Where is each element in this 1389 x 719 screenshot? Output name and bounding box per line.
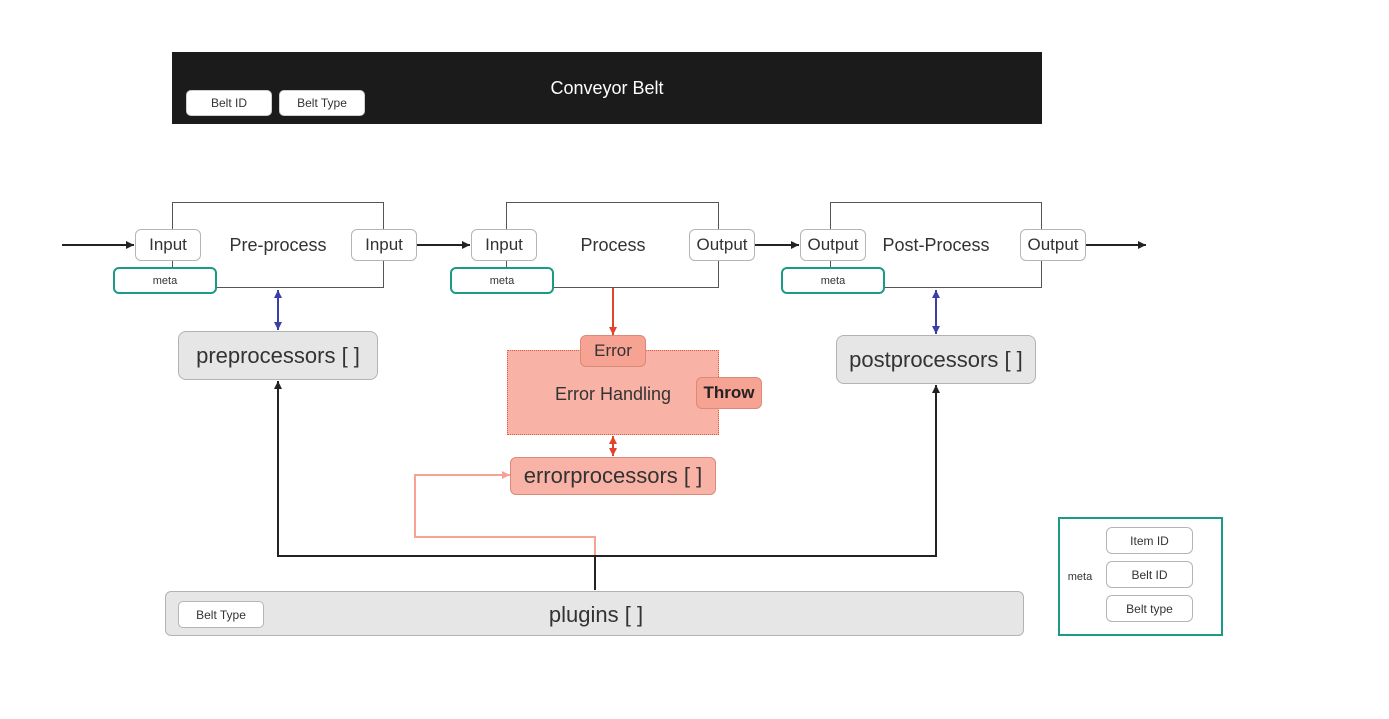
throw-tag: Throw [696, 377, 762, 409]
error-tag: Error [580, 335, 646, 367]
meta-belt-id: Belt ID [1106, 561, 1193, 588]
plugins-bar: plugins [ ] Belt Type [165, 591, 1024, 636]
stage-title-post-process: Post-Process [882, 234, 990, 255]
errorprocessors-box: errorprocessors [ ] [510, 457, 716, 495]
plugins-title: plugins [ ] [548, 601, 644, 627]
pre-process-meta-chip: meta [113, 267, 217, 294]
post-process-input-port: Output [800, 229, 866, 261]
plugins-to-preprocessors-wire [274, 381, 596, 590]
meta-belt-type: Belt type [1106, 595, 1193, 622]
process-meta-chip: meta [450, 267, 554, 294]
stage-title-pre-process: Pre-process [229, 234, 327, 255]
meta-legend-label: meta [1067, 571, 1093, 583]
postprocessors-box: postprocessors [ ] [836, 335, 1036, 384]
post-process-output-port: Output [1020, 229, 1086, 261]
process-input-port: Input [471, 229, 537, 261]
header-chip-belt-id: Belt ID [186, 90, 272, 116]
post-process-meta-chip: meta [781, 267, 885, 294]
plugins-chip-belt-type: Belt Type [178, 601, 264, 628]
preprocessors-box: preprocessors [ ] [178, 331, 378, 380]
header-title: Conveyor Belt [550, 77, 664, 98]
pre-process-output-port: Input [351, 229, 417, 261]
process-output-port: Output [689, 229, 755, 261]
stage-title-process: Process [580, 234, 646, 255]
meta-legend: meta Item ID Belt ID Belt type [1058, 517, 1223, 636]
pre-process-input-port: Input [135, 229, 201, 261]
meta-item-id: Item ID [1106, 527, 1193, 554]
header-chip-belt-type: Belt Type [279, 90, 365, 116]
error-handling-title: Error Handling [554, 383, 672, 404]
plugins-to-errorprocessors-wire [414, 471, 596, 590]
plugins-to-postprocessors-wire [595, 385, 940, 557]
conveyor-belt-header: Conveyor Belt Belt ID Belt Type [172, 52, 1042, 124]
